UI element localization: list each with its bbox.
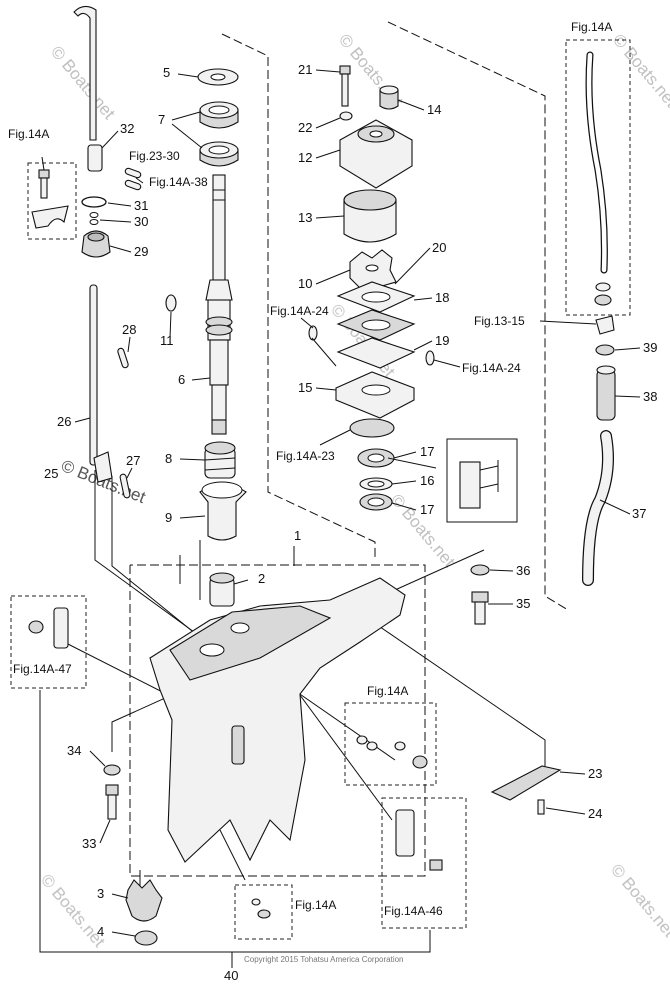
figure-reference: Fig.14A-24 bbox=[462, 361, 521, 375]
part-number-label: 16 bbox=[420, 473, 434, 488]
part-number-label: 14 bbox=[427, 102, 441, 117]
copyright-text: Copyright 2015 Tohatsu America Corporati… bbox=[244, 955, 404, 964]
part-number-label: 17 bbox=[420, 502, 434, 517]
part-number-label: 8 bbox=[165, 451, 172, 466]
part-number-label: 38 bbox=[643, 389, 657, 404]
watermark: © Boats.net bbox=[327, 300, 399, 381]
part-number-label: 30 bbox=[134, 214, 148, 229]
part-number-label: 7 bbox=[158, 112, 165, 127]
part-number-labels: 1 2 3 4 5 6 7 8 9 10 11 12 13 14 15 16 1… bbox=[44, 62, 657, 983]
reference-boxes bbox=[10, 39, 631, 940]
part-number-label: 21 bbox=[298, 62, 312, 77]
part-number-label: 3 bbox=[97, 886, 104, 901]
part-number-label: 18 bbox=[435, 290, 449, 305]
part-number-label: 33 bbox=[82, 836, 96, 851]
part-number-label: 25 bbox=[44, 466, 58, 481]
part-number-label: 1 bbox=[294, 528, 301, 543]
part-number-label: 24 bbox=[588, 806, 602, 821]
part-number-label: 22 bbox=[298, 120, 312, 135]
part-number-label: 31 bbox=[134, 198, 148, 213]
figure-reference: Fig.14A-24 bbox=[270, 304, 329, 318]
watermark: © Boats.net bbox=[47, 42, 119, 123]
part-drawings bbox=[28, 5, 616, 946]
part-number-label: 36 bbox=[516, 563, 530, 578]
part-number-label: 4 bbox=[97, 924, 104, 939]
part-number-label: 34 bbox=[67, 743, 81, 758]
part-number-label: 35 bbox=[516, 596, 530, 611]
part-number-label: 29 bbox=[134, 244, 148, 259]
part-number-label: 2 bbox=[258, 571, 265, 586]
part-number-label: 15 bbox=[298, 380, 312, 395]
part-number-label: 32 bbox=[120, 121, 134, 136]
part-number-label: 9 bbox=[165, 510, 172, 525]
figure-reference: Fig.14A-38 bbox=[149, 175, 208, 189]
figure-reference: Fig.14A bbox=[8, 127, 49, 141]
part-number-label: 20 bbox=[432, 240, 446, 255]
part-number-label: 40 bbox=[224, 968, 238, 983]
part-number-label: 37 bbox=[632, 506, 646, 521]
part-number-label: 27 bbox=[126, 453, 140, 468]
part-number-label: 12 bbox=[298, 150, 312, 165]
part-number-label: 17 bbox=[420, 444, 434, 459]
part-number-label: 26 bbox=[57, 414, 71, 429]
figure-reference: Fig.23-30 bbox=[129, 149, 180, 163]
figure-reference: Fig.14A-23 bbox=[276, 449, 335, 463]
part-number-label: 10 bbox=[298, 276, 312, 291]
figure-reference: Fig.14A-47 bbox=[13, 662, 72, 676]
part-number-label: 11 bbox=[160, 333, 174, 348]
part-number-label: 13 bbox=[298, 210, 312, 225]
part-number-label: 23 bbox=[588, 766, 602, 781]
part-number-label: 28 bbox=[122, 322, 136, 337]
leader-lines bbox=[41, 69, 641, 937]
figure-reference: Fig.14A bbox=[367, 684, 408, 698]
figure-reference: Fig.14A-46 bbox=[384, 904, 443, 918]
figure-reference: Fig.13-15 bbox=[474, 314, 525, 328]
figure-reference: Fig.14A bbox=[571, 20, 612, 34]
figure-reference: Fig.14A bbox=[295, 898, 336, 912]
part-number-label: 19 bbox=[435, 333, 449, 348]
watermark: © Boats.net bbox=[607, 860, 670, 941]
part-number-label: 5 bbox=[163, 65, 170, 80]
part-number-label: 6 bbox=[178, 372, 185, 387]
watermark: © Boats.net bbox=[609, 30, 670, 111]
part-number-label: 39 bbox=[643, 340, 657, 355]
figure-reference-labels: Fig.14A Fig.23-30 Fig.14A-38 Fig.14A-24 … bbox=[8, 20, 612, 918]
